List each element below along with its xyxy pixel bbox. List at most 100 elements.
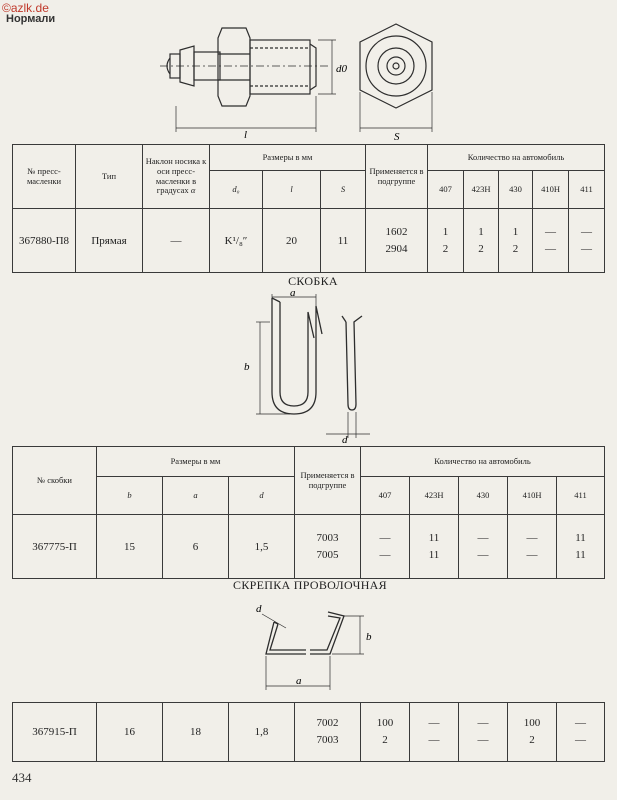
header-model: 430 (458, 476, 509, 515)
cell-qty: — (428, 717, 440, 729)
cell-d: 1,5 (227, 514, 296, 579)
cell-applied: 7003 (316, 734, 339, 746)
header-qty: Количество на автомобиль (427, 144, 606, 171)
table-cell: —— (507, 514, 558, 579)
table-cell: 7003 7005 (294, 514, 362, 579)
cell-a: 18 (162, 702, 229, 762)
cell-applied: 7003 (316, 531, 339, 544)
table-cell: —— (568, 208, 606, 273)
table-row: № скобки Размеры в мм Применяется в подг… (12, 446, 606, 515)
table-cell: —— (409, 702, 459, 762)
label-a: a (296, 675, 302, 687)
bracket-caption: СКОБКА (288, 274, 338, 288)
cell-qty: 2 (442, 242, 449, 255)
cell-qty: 2 (529, 734, 535, 746)
cell-qty: 11 (575, 548, 586, 561)
header-angle: Наклон носика к оси пресс-масленки в гра… (142, 144, 210, 209)
table-cell: —— (360, 514, 411, 579)
cell-type: Прямая (75, 208, 143, 273)
header-model: 407 (360, 476, 411, 515)
cell-qty: 11 (428, 548, 440, 561)
header-sizes: Размеры в мм (95, 446, 296, 477)
table-part: № пресс-масленки Тип Наклон носика к оси… (12, 144, 606, 273)
cell-qty: 11 (428, 531, 440, 544)
cell-applied: 7005 (316, 548, 339, 561)
cell-qty: 100 (376, 717, 394, 729)
cell-qty: — (477, 717, 489, 729)
label-S: S (394, 131, 400, 142)
label-b: b (366, 631, 372, 643)
table-cell: —— (556, 702, 605, 762)
header-l: l (262, 170, 321, 209)
bracket-drawing: a b d (244, 288, 370, 444)
cell-qty: 100 (523, 717, 541, 729)
cell-qty: — (526, 531, 538, 544)
header-model: 411 (568, 170, 606, 209)
clip-caption: СКРЕПКА ПРОВОЛОЧНАЯ (233, 578, 387, 592)
cell-no: 367880-П8 (12, 208, 76, 273)
header-sizes: Размеры в мм (208, 144, 367, 171)
header-model: 423Н (409, 476, 460, 515)
table-cell: —— (458, 514, 509, 579)
cell-qty: — (477, 734, 489, 746)
header-model: 411 (556, 476, 606, 515)
cell-qty: — (526, 548, 538, 561)
label-d: d (342, 434, 348, 444)
table-part: № скобки Размеры в мм Применяется в подг… (12, 446, 606, 579)
header-model: 407 (427, 170, 465, 209)
cell-angle: — (142, 208, 210, 273)
page-number: 434 (12, 770, 32, 785)
label-b: b (244, 361, 250, 373)
cell-qty: — (428, 734, 440, 746)
cell-b: 15 (96, 514, 163, 579)
header-fitting-no: № пресс-масленки (12, 144, 76, 209)
cell-applied: 1602 (385, 225, 408, 238)
header-d: d (227, 476, 296, 515)
cell-qty: 11 (575, 531, 586, 544)
label-a: a (290, 288, 296, 299)
header-model: 423Н (463, 170, 500, 209)
header-type: Тип (75, 144, 143, 209)
table-row: b a d 407 423Н 430 410Н 411 (13, 476, 606, 515)
cell-qty: — (477, 548, 489, 561)
cell-qty: — (575, 734, 586, 746)
cell-a: 6 (162, 514, 229, 579)
label-d: d (256, 603, 262, 615)
cell-l: 20 (262, 208, 321, 273)
table-cell: —— (458, 702, 508, 762)
cell-qty: — (581, 242, 593, 255)
label-l: l (244, 129, 247, 141)
cell-qty: — (581, 225, 593, 238)
header-qty: Количество на автомобиль (360, 446, 606, 477)
cell-qty: — (545, 225, 557, 238)
header-S: S (319, 170, 367, 209)
cell-qty: 1 (442, 225, 449, 238)
table-cell: —— (532, 208, 570, 273)
cell-qty: — (477, 531, 489, 544)
label-d0: d0 (336, 63, 348, 75)
cell-b: 16 (96, 702, 163, 762)
cell-qty: — (575, 717, 586, 729)
header-model: 410Н (532, 170, 570, 209)
cell-qty: — (379, 531, 391, 544)
cell-S: 11 (319, 208, 367, 273)
watermark: ©azlk.de (2, 1, 49, 15)
cell-qty: 2 (382, 734, 388, 746)
header-model: 430 (498, 170, 534, 209)
cell-qty: 2 (512, 242, 519, 255)
cell-qty: — (379, 548, 391, 561)
wire-clip-drawing: d b a (256, 603, 372, 690)
header-d0: d₀ (209, 170, 263, 209)
cell-qty: 1 (512, 225, 519, 238)
